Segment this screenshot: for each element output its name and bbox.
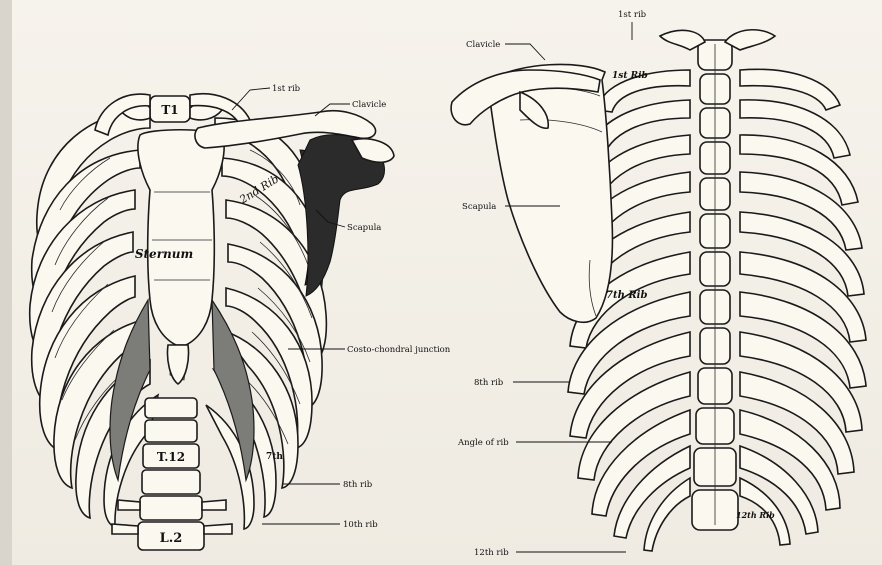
posterior-view: 1st Rib 7th Rib 12th Rib 1st rib Clavicl… <box>451 10 866 558</box>
angle-of-rib-label: Angle of rib <box>457 438 509 448</box>
seventh-rib-label-posterior: 7th Rib <box>606 290 647 301</box>
first-rib-bone-label: 1st Rib <box>612 71 648 81</box>
eighth-rib-label-anterior: 8th rib <box>343 480 373 490</box>
scapula-label-posterior: Scapula <box>462 202 496 212</box>
anterior-view: T1 2nd Rib T.12 L.2 Sternum 7th <box>30 84 451 550</box>
twelfth-rib-label: 12th rib <box>474 548 509 558</box>
first-rib-label-posterior: 1st rib <box>618 10 647 20</box>
sternum-bone <box>138 130 224 345</box>
sternum-label: Sternum <box>135 247 193 261</box>
scapula-posterior <box>490 64 612 322</box>
scapula-label-anterior: Scapula <box>347 223 381 233</box>
t12-label: T.12 <box>157 450 185 464</box>
clavicle-label-anterior: Clavicle <box>352 100 386 110</box>
seventh-rib-label-anterior: 7th <box>266 452 283 462</box>
twelfth-rib-bone-label: 12th Rib <box>736 510 775 520</box>
t1-label: T1 <box>161 103 178 117</box>
posterior-right-ribs <box>740 69 866 545</box>
scan-shadow <box>0 0 12 565</box>
eighth-rib-label-posterior: 8th rib <box>474 378 504 388</box>
first-rib-label-anterior: 1st rib <box>272 84 301 94</box>
clavicle-label-posterior: Clavicle <box>466 40 500 50</box>
l2-label: L.2 <box>160 531 183 546</box>
costochondral-label: Costo-chondral junction <box>347 345 451 355</box>
tenth-rib-label: 10th rib <box>343 520 378 530</box>
